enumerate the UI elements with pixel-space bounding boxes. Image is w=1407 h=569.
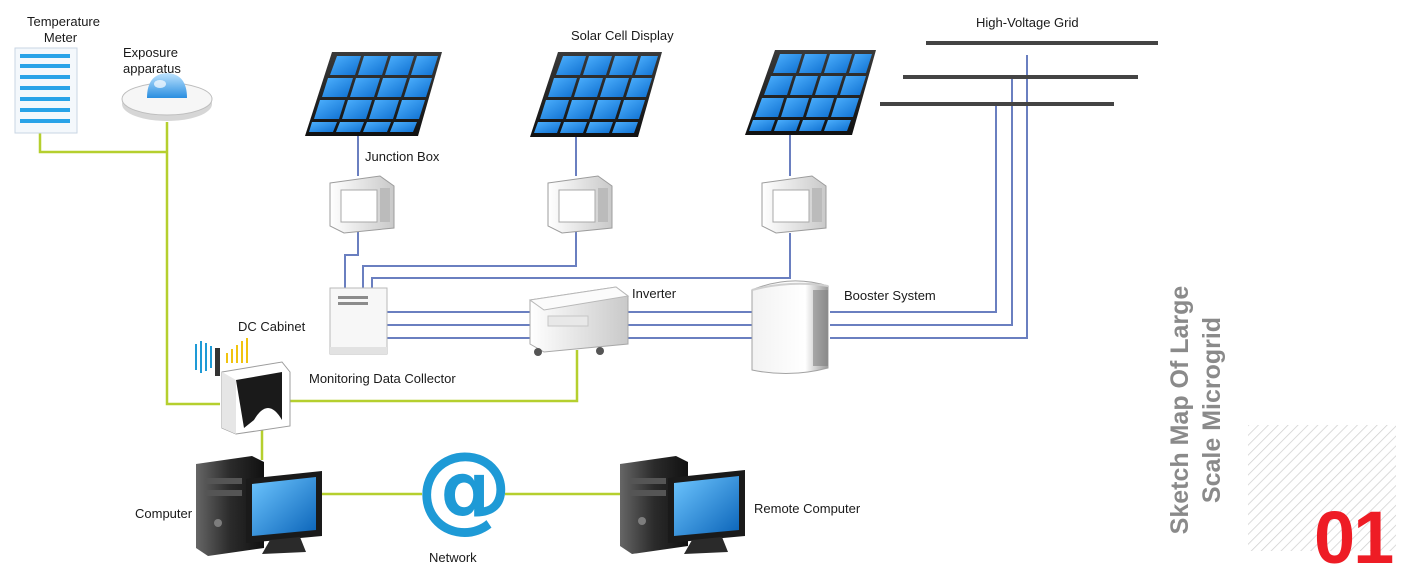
solar-panel-icon-3 (745, 50, 876, 135)
at-sign-icon: @ (416, 431, 512, 543)
side-title-line1: Sketch Map Of Large (1166, 285, 1194, 535)
temperature-meter-label: Temperature Meter (27, 14, 100, 46)
power-line-boost-grid-3 (830, 55, 1028, 339)
temperature-meter-label-line1: Temperature (27, 14, 100, 29)
power-lines (344, 55, 1028, 339)
dc-cabinet-label: DC Cabinet (238, 319, 306, 334)
exposure-apparatus-label: Exposure apparatus (123, 45, 181, 77)
remote-computer-label: Remote Computer (754, 501, 861, 516)
junction-box-icon-2 (547, 175, 613, 234)
computer-label: Computer (135, 506, 193, 521)
data-line-temperature (38, 133, 167, 154)
booster-system-label: Booster System (844, 288, 936, 303)
temperature-meter-label-line2: Meter (43, 30, 78, 45)
side-title-line2: Scale Microgrid (1198, 316, 1226, 504)
high-voltage-grid-bars (880, 41, 1158, 106)
exposure-apparatus-label-line2: apparatus (123, 61, 181, 76)
inverter-label: Inverter (632, 286, 677, 301)
monitoring-data-collector-icon (195, 338, 291, 435)
exposure-apparatus-label-line1: Exposure (123, 45, 178, 60)
power-line-jb3-dc (371, 233, 791, 292)
power-line-boost-grid-2 (830, 78, 1013, 326)
network-label: Network (429, 550, 477, 565)
solar-cell-display-label: Solar Cell Display (571, 28, 674, 43)
solar-panel-icon-1 (305, 52, 442, 136)
exposure-apparatus-icon (121, 73, 213, 121)
data-line-exposure (165, 122, 220, 406)
junction-box-icon-3 (761, 175, 827, 234)
remote-computer-icon (620, 456, 745, 554)
solar-panel-icon-2 (530, 52, 662, 137)
junction-box-label: Junction Box (365, 149, 440, 164)
side-title: Sketch Map Of Large Scale Microgrid (1164, 286, 1228, 535)
booster-system-icon (751, 280, 829, 375)
monitoring-data-collector-label: Monitoring Data Collector (309, 371, 456, 386)
hatched-block (1248, 425, 1396, 551)
junction-box-icon-1 (329, 175, 395, 234)
temperature-meter-icon (14, 47, 78, 134)
svg-text:@: @ (416, 431, 512, 543)
data-line-inverter (290, 350, 579, 403)
high-voltage-grid-label: High-Voltage Grid (976, 15, 1079, 30)
data-lines (38, 122, 620, 496)
inverter-icon (528, 286, 630, 356)
power-line-jb2-dc (362, 232, 577, 292)
power-line-jb1-dc (344, 232, 359, 292)
computer-icon (196, 456, 322, 556)
power-line-boost-grid-1 (830, 105, 997, 313)
section-number: 01 (1314, 496, 1394, 569)
dc-cabinet-icon (329, 287, 388, 355)
